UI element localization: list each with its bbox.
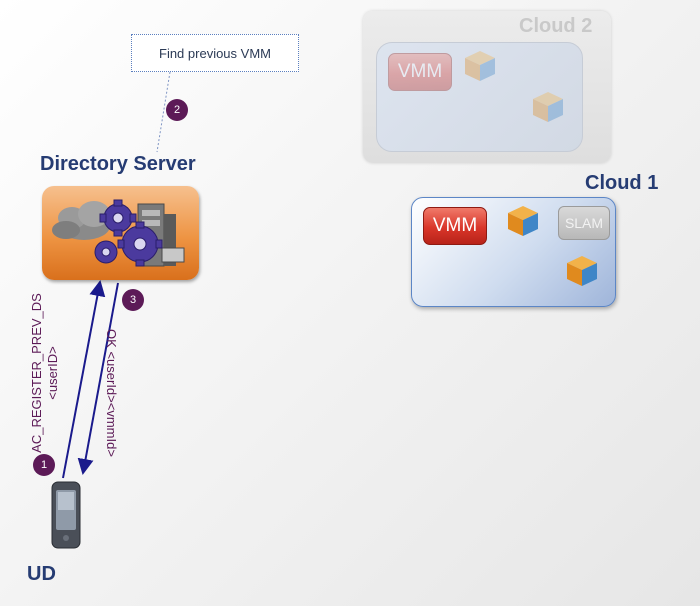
step-2-badge: 2	[166, 99, 188, 121]
cloud-2-vmm: VMM	[388, 53, 452, 91]
directory-server-box	[42, 186, 199, 280]
step-1-badge: 1	[33, 454, 55, 476]
request-message-line1: AC_REGISTER_PREV_DS	[29, 293, 44, 453]
cloud-icon	[52, 201, 110, 240]
phone-icon	[51, 481, 81, 549]
callout-text: Find previous VMM	[159, 45, 271, 61]
request-message-label: AC_REGISTER_PREV_DS <userID>	[29, 288, 61, 458]
cloud-1-label: Cloud 1	[585, 172, 659, 194]
response-message-label: OK <userId><vmmId>	[103, 318, 119, 468]
response-arrow	[77, 282, 119, 475]
cloud-1-vmm: VMM	[423, 207, 487, 245]
ud-label: UD	[27, 563, 56, 585]
find-previous-vmm-callout: Find previous VMM	[131, 34, 299, 72]
directory-server-graphic	[52, 199, 185, 267]
cloud-1-slam: SLAM	[558, 206, 610, 240]
callout-connector	[156, 71, 171, 153]
request-arrow	[62, 280, 106, 479]
package-icon	[465, 51, 495, 81]
response-message-text: OK <userId><vmmId>	[104, 329, 119, 457]
gear-icon	[94, 199, 163, 267]
package-icon	[567, 256, 597, 286]
cloud-2-inner	[376, 42, 583, 152]
request-message-line2: <userID>	[45, 346, 60, 400]
cloud-2-label: Cloud 2	[519, 15, 593, 37]
package-icon	[533, 92, 563, 122]
directory-server-title: Directory Server	[40, 153, 196, 175]
step-3-badge: 3	[122, 289, 144, 311]
package-icon	[508, 206, 538, 236]
